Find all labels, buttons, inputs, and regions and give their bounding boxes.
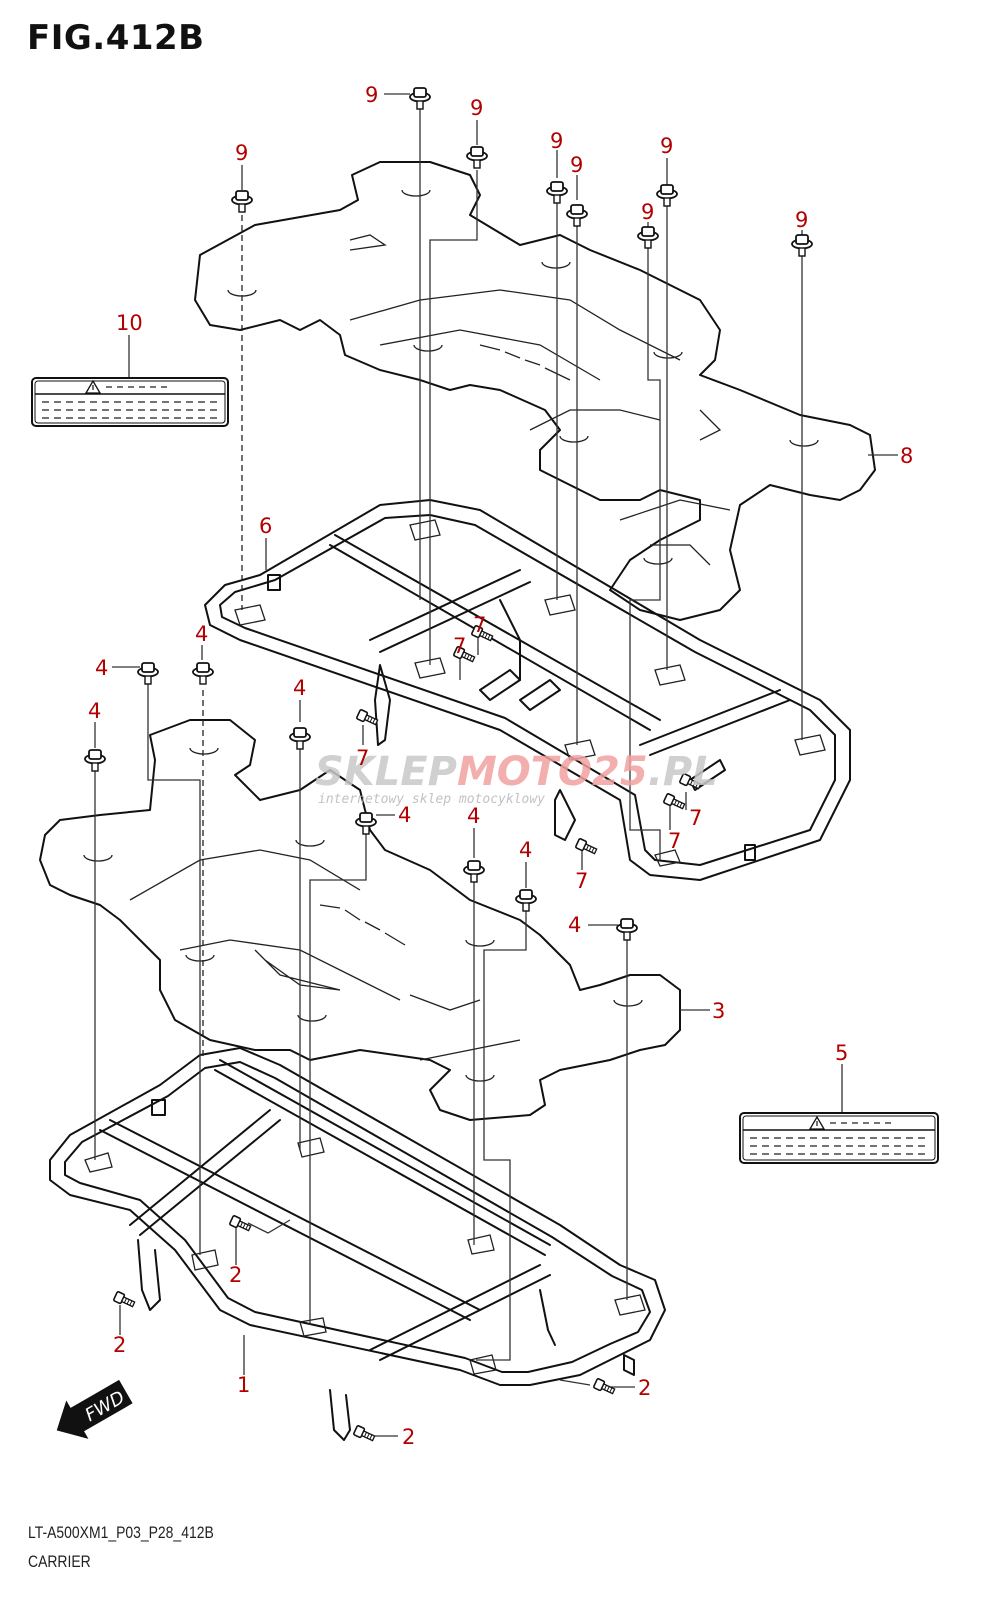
callout-1[interactable]: 1 (237, 1373, 250, 1397)
hex-bolt-icon (113, 1291, 136, 1308)
flange-bolt-icon (515, 889, 537, 912)
flange-bolt-icon (192, 662, 214, 685)
callout-9[interactable]: 9 (641, 200, 654, 224)
callout-2[interactable]: 2 (113, 1333, 126, 1357)
hex-bolt-icon (229, 1215, 252, 1232)
watermark-brand-2: MOTO (457, 749, 592, 795)
rear-carrier-cover[interactable] (194, 161, 876, 621)
caution-label-5[interactable] (739, 1112, 939, 1164)
callout-7[interactable]: 7 (689, 806, 702, 830)
forward-arrow-icon: FWD (56, 1379, 133, 1439)
callout-4[interactable]: 4 (568, 913, 581, 937)
fasteners (84, 87, 813, 1442)
callout-2[interactable]: 2 (229, 1263, 242, 1287)
hex-bolt-icon (353, 1425, 376, 1442)
callout-7[interactable]: 7 (668, 829, 681, 853)
callout-9[interactable]: 9 (550, 129, 563, 153)
callout-4[interactable]: 4 (95, 656, 108, 680)
flange-bolt-icon (656, 184, 678, 207)
flange-bolt-icon (289, 727, 311, 750)
watermark-brand-3: 25 (592, 749, 648, 795)
callout-9[interactable]: 9 (570, 153, 583, 177)
figure-code: LT-A500XM1_P03_P28_412B (28, 1523, 214, 1542)
hex-bolt-icon (679, 773, 702, 790)
callout-2[interactable]: 2 (638, 1376, 651, 1400)
flange-bolt-icon (463, 860, 485, 883)
warning-triangle-icon (808, 1115, 826, 1130)
callout-7[interactable]: 7 (453, 634, 466, 658)
callout-7[interactable]: 7 (473, 613, 486, 637)
front-carrier-frame[interactable] (49, 1047, 666, 1441)
callout-5[interactable]: 5 (835, 1041, 848, 1065)
hex-bolt-icon (593, 1378, 616, 1395)
callout-4[interactable]: 4 (398, 803, 411, 827)
callout-9[interactable]: 9 (660, 134, 673, 158)
flange-bolt-icon (355, 812, 377, 835)
figure-title: FIG.412B (27, 18, 205, 58)
callout-4[interactable]: 4 (519, 838, 532, 862)
hex-bolt-icon (663, 793, 686, 810)
callout-3[interactable]: 3 (712, 999, 725, 1023)
callout-numbers: 9 9 9 9 9 9 9 9 10 8 6 7 7 7 7 7 7 4 4 4… (88, 83, 913, 1449)
callout-4[interactable]: 4 (467, 804, 480, 828)
flange-bolt-icon (637, 226, 659, 249)
svg-text:SKLEPMOTO25.PL: SKLEPMOTO25.PL (315, 749, 718, 795)
assembly-guide-lines (94, 93, 898, 1437)
flange-bolt-icon (566, 204, 588, 227)
callout-6[interactable]: 6 (259, 514, 272, 538)
callout-10[interactable]: 10 (116, 311, 143, 335)
flange-bolt-icon (409, 87, 431, 110)
callout-9[interactable]: 9 (365, 83, 378, 107)
watermark-brand-1: SKLEP (315, 749, 457, 795)
hex-bolt-icon (471, 625, 494, 642)
watermark-tld: .PL (648, 749, 718, 795)
warning-triangle-icon (84, 379, 102, 394)
flange-bolt-icon (466, 146, 488, 169)
callout-4[interactable]: 4 (88, 699, 101, 723)
flange-bolt-icon (546, 181, 568, 204)
hex-bolt-icon (356, 709, 379, 726)
callout-8[interactable]: 8 (900, 444, 913, 468)
hex-bolt-icon (575, 838, 598, 855)
watermark-tagline: internetowy sklep motocyklowy (318, 792, 545, 807)
watermark: SKLEPMOTO25.PL internetowy sklep motocyk… (315, 749, 718, 807)
flange-bolt-icon (616, 918, 638, 941)
callout-9[interactable]: 9 (235, 141, 248, 165)
callout-9[interactable]: 9 (795, 208, 808, 232)
callout-7[interactable]: 7 (575, 869, 588, 893)
flange-bolt-icon (84, 749, 106, 772)
caution-label-10[interactable] (31, 377, 229, 427)
figure-name: CARRIER (28, 1552, 91, 1571)
callout-9[interactable]: 9 (470, 96, 483, 120)
flange-bolt-icon (137, 662, 159, 685)
hex-bolt-icon (453, 646, 476, 663)
flange-bolt-icon (791, 234, 813, 257)
callout-4[interactable]: 4 (195, 622, 208, 646)
callout-4[interactable]: 4 (293, 676, 306, 700)
callout-7[interactable]: 7 (356, 746, 369, 770)
flange-bolt-icon (231, 190, 253, 213)
callout-2[interactable]: 2 (402, 1425, 415, 1449)
